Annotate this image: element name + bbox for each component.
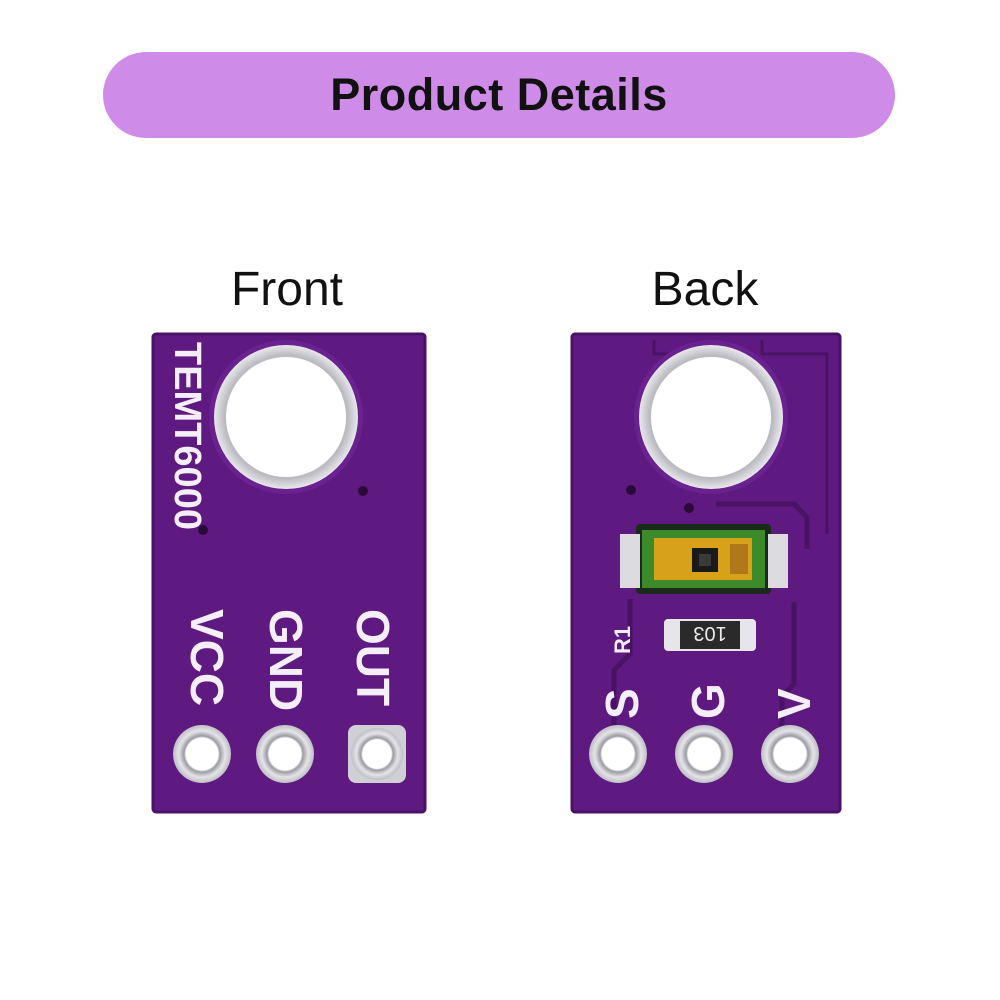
front-via bbox=[198, 525, 208, 535]
front-pad-vcc bbox=[173, 725, 231, 783]
back-label: Back bbox=[651, 263, 759, 316]
back-pin-label-s: S bbox=[596, 688, 648, 719]
front-via bbox=[358, 486, 368, 496]
back-pin-label-g: G bbox=[682, 683, 734, 719]
resistor-code: 103 bbox=[693, 622, 726, 644]
resistor-r1: 103 bbox=[664, 619, 756, 651]
back-trace bbox=[716, 501, 810, 549]
light-sensor-component bbox=[620, 524, 788, 594]
front-pin-label-gnd: GND bbox=[260, 609, 312, 711]
front-pad-gnd bbox=[256, 725, 314, 783]
front-model-label: TEMT6000 bbox=[166, 342, 208, 530]
front-pin-label-out: OUT bbox=[347, 609, 399, 706]
back-via bbox=[684, 503, 694, 513]
product-details-banner: Product Details bbox=[103, 52, 895, 138]
back-trace bbox=[779, 602, 797, 729]
back-trace bbox=[611, 599, 633, 729]
front-board: TEMT6000 VCC GND OUT bbox=[151, 332, 427, 814]
resistor-ref-label: R1 bbox=[610, 626, 635, 654]
banner-title: Product Details bbox=[330, 69, 668, 120]
back-pad-v bbox=[761, 725, 819, 783]
front-label: Front bbox=[230, 263, 344, 316]
back-pad-g bbox=[675, 725, 733, 783]
back-pad-s bbox=[589, 725, 647, 783]
back-board: 103 R1 S G V bbox=[570, 332, 842, 814]
back-pin-label-v: V bbox=[768, 688, 820, 719]
back-via bbox=[626, 485, 636, 495]
front-pin-label-vcc: VCC bbox=[181, 609, 233, 706]
